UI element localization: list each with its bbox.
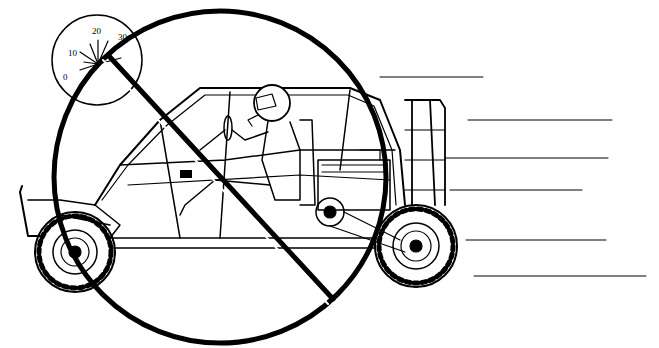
leader-line — [450, 190, 582, 191]
prohibition-circle — [54, 11, 386, 343]
rear-rack — [405, 100, 445, 205]
steering-column — [200, 130, 225, 150]
drive-belt — [330, 212, 405, 252]
leader-lines — [380, 77, 646, 276]
gauge-number: 20 — [92, 26, 101, 36]
leader-line — [380, 77, 483, 78]
leader-line — [466, 240, 606, 241]
tire-tread — [39, 216, 111, 288]
pulley — [316, 198, 344, 226]
prohibition-slash — [108, 55, 333, 299]
rim-inner — [401, 231, 431, 261]
hub — [410, 240, 422, 252]
gauge-number: 10 — [68, 48, 77, 58]
steering-wheel — [224, 116, 232, 140]
gauge-number: 0 — [63, 72, 68, 82]
engine-detail — [322, 150, 386, 172]
front-bumper — [20, 186, 44, 236]
driver-arm — [232, 130, 268, 140]
front-bumper — [28, 200, 95, 205]
gauge-dial — [52, 15, 142, 105]
leader-line — [468, 120, 612, 121]
helmet — [254, 85, 290, 121]
rim — [393, 223, 439, 269]
leader-line — [445, 158, 608, 159]
tire-tread — [379, 209, 453, 283]
rim — [53, 230, 97, 274]
roll-cage — [95, 88, 405, 205]
chassis-floor — [110, 238, 375, 248]
engine — [318, 160, 390, 210]
gauge-number: 30 — [118, 32, 127, 42]
front-suspension — [60, 205, 120, 238]
slash-highlight — [103, 60, 328, 304]
gauge-needle — [90, 44, 98, 64]
helmet-visor — [256, 94, 276, 110]
dash-control — [180, 170, 192, 178]
helmet-chin — [248, 115, 258, 126]
seat — [300, 120, 315, 205]
pulley-hub — [324, 206, 336, 218]
rear-rack — [405, 130, 445, 190]
leader-line — [474, 276, 646, 277]
